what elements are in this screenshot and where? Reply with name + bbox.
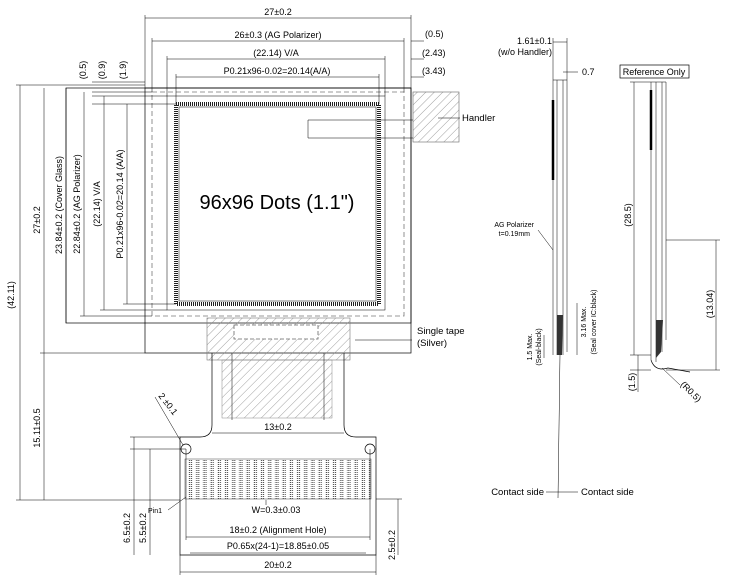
dim-total-height: (42.11) [6,281,16,309]
tape-label-2: (Silver) [417,338,447,349]
dim-glass-height: 27±0.2 [32,206,42,233]
dim-left-09: (0.9) [97,61,107,80]
dim-fpc-width: 13±0.2 [264,422,291,432]
dim-r15: (1.5) [627,373,637,392]
dim-h65: 6.5±0.2 [122,513,132,543]
reference-only-label: Reference Only [623,67,686,77]
reference-side-view: Reference Only (28.5) (13.04) (1.5) (R0.… [619,64,720,404]
active-area-border [174,102,381,306]
dim-va-v: (22.14) V/A [92,181,102,227]
dim-seal-ic: (Seal cover IC:black) [591,290,598,355]
front-view: 96x96 Dots (1.1") Handler Single tape (S… [6,7,495,575]
dim-align-hole: 18±0.2 (Alignment Hole) [230,525,327,535]
dim-ag-polarizer: 26±0.3 (AG Polarizer) [235,30,322,40]
driver-ic [233,324,319,340]
contact-pins [184,458,372,500]
dim-hole-dia: 2 ±0.1 [156,391,179,417]
pin1-label: Pin1 [148,508,162,515]
dim-va: (22.14) V/A [253,48,299,58]
display-label: 96x96 Dots (1.1") [200,192,355,214]
dim-thickness: 1.61±0.1 [517,36,552,46]
dim-off-243: (2.43) [422,48,446,58]
tape-label-1: Single tape [417,326,465,337]
dim-h25: 2.5±0.2 [387,530,397,560]
ref-seal [656,320,663,358]
polarizer-thickness: t=0.19mm [499,231,530,238]
dim-left-05: (0.5) [78,61,88,80]
dim-off-343: (3.43) [422,66,446,76]
contact-side-label-2: Contact side [581,487,634,498]
handler [412,91,460,143]
dim-max15: 1.5 Max. [527,334,534,361]
reference-only-box [619,64,690,79]
dim-max316: 3.16 Max. [581,307,588,338]
dim-tail-width: 20±0.2 [264,560,291,570]
fpc-stiffener [221,359,333,419]
polarizer-outline [151,91,405,317]
ref-fpc-bend [650,359,691,373]
dim-pitch: P0.65x(24-1)=18.85±0.05 [227,541,329,551]
fpc-outline [179,353,377,556]
glass-outline [144,87,412,354]
dim-ag-polarizer-v: 22.84±0.2 (AG Polarizer) [72,154,82,253]
dim-cover-glass: 23.84±0.2 (Cover Glass) [54,156,64,254]
side-seal [557,315,563,355]
viewing-area [166,95,386,311]
dim-r285: (28.5) [623,203,633,227]
side-view: 1.61±0.1 (w/o Handler) 0.7 AG Polarizer … [491,36,634,499]
active-area [178,106,377,302]
dim-r1304: (13.04) [705,290,715,319]
handler-label: Handler [462,113,495,124]
dim-left-19: (1.9) [118,61,128,80]
dim-tail: 15.11±0.5 [32,408,42,447]
dim-aa: P0.21x96-0.02=20.14(A/A) [224,66,331,76]
dim-h55: 5.5±0.2 [138,513,148,543]
dim-pin-width: W=0.3±0.03 [252,505,301,515]
dim-thickness-note: (w/o Handler) [498,47,552,57]
dim-overall-width: 27±0.2 [264,7,291,17]
dim-seal-black: (Seal-black) [536,328,543,365]
dim-t07: 0.7 [582,67,595,77]
dim-off-05: (0.5) [425,29,444,39]
dim-r05: (R0.5) [679,379,704,404]
polarizer-label: AG Polarizer [494,222,534,229]
dim-aa-v: P0.21x96-0.02=20.14 (A/A) [115,149,125,258]
contact-side-label-1: Contact side [491,487,544,498]
